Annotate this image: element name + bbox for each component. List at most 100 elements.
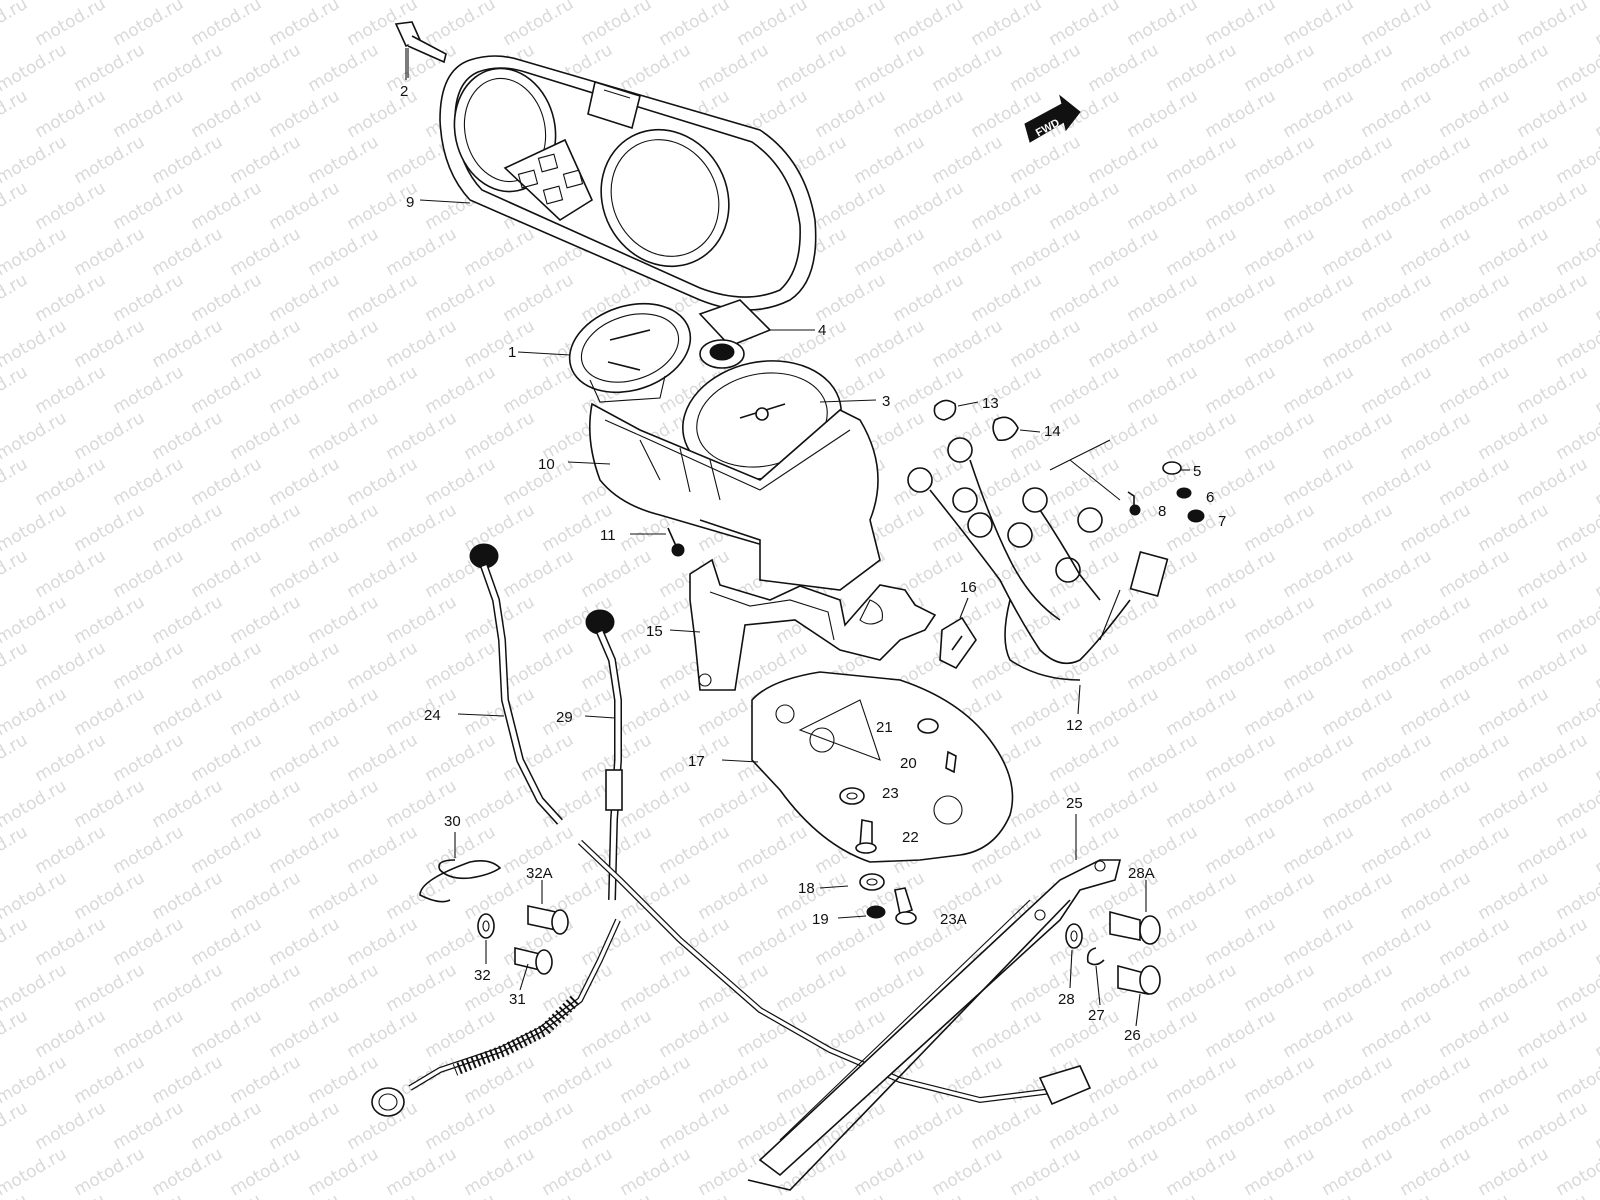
watermark-text: motod.ru bbox=[266, 1006, 344, 1062]
watermark-text: motod.ru bbox=[344, 86, 422, 142]
watermark-text: motod.ru bbox=[32, 730, 110, 786]
watermark-text: motod.ru bbox=[1046, 0, 1124, 50]
callout-label: 8 bbox=[1158, 503, 1166, 520]
watermark-text: motod.ru bbox=[1514, 730, 1592, 786]
watermark-text: motod.ru bbox=[1046, 1098, 1124, 1154]
watermark-text: motod.ru bbox=[32, 454, 110, 510]
watermark-text: motod.ru bbox=[71, 1144, 149, 1200]
watermark-text: motod.ru bbox=[1358, 86, 1436, 142]
watermark-text: motod.ru bbox=[1280, 730, 1358, 786]
watermark-text: motod.ru bbox=[0, 592, 70, 648]
watermark-text: motod.ru bbox=[0, 776, 70, 832]
watermark-text: motod.ru bbox=[188, 1098, 266, 1154]
meter-case-part bbox=[588, 402, 881, 591]
watermark-text: motod.ru bbox=[0, 960, 70, 1016]
watermark-text: motod.ru bbox=[1085, 316, 1163, 372]
callout-label: 25 bbox=[1066, 795, 1083, 812]
watermark-text: motod.ru bbox=[0, 500, 70, 556]
watermark-text: motod.ru bbox=[734, 0, 812, 50]
watermark-text: motod.ru bbox=[1397, 1144, 1475, 1200]
watermark-text: motod.ru bbox=[1163, 592, 1241, 648]
watermark-text: motod.ru bbox=[1397, 132, 1475, 188]
watermark-text: motod.ru bbox=[344, 546, 422, 602]
watermark-text: motod.ru bbox=[1592, 178, 1600, 234]
watermark-text: motod.ru bbox=[1124, 362, 1202, 418]
watermark-text: motod.ru bbox=[305, 868, 383, 924]
watermark-text: motod.ru bbox=[929, 132, 1007, 188]
watermark-text: motod.ru bbox=[1124, 1098, 1202, 1154]
watermark-text: motod.ru bbox=[32, 822, 110, 878]
watermark-text: motod.ru bbox=[1358, 1190, 1436, 1200]
watermark-text: motod.ru bbox=[227, 224, 305, 280]
watermark-text: motod.ru bbox=[461, 1144, 539, 1200]
watermark-text: motod.ru bbox=[1241, 132, 1319, 188]
watermark-text: motod.ru bbox=[1592, 1006, 1600, 1062]
watermark-text: motod.ru bbox=[149, 40, 227, 96]
watermark-text: motod.ru bbox=[188, 1006, 266, 1062]
watermark-text: motod.ru bbox=[1241, 500, 1319, 556]
watermark-text: motod.ru bbox=[539, 776, 617, 832]
watermark-text: motod.ru bbox=[266, 86, 344, 142]
watermark-text: motod.ru bbox=[227, 592, 305, 648]
watermark-text: motod.ru bbox=[1202, 546, 1280, 602]
watermark-text: motod.ru bbox=[1358, 546, 1436, 602]
watermark-text: motod.ru bbox=[188, 730, 266, 786]
callout-label: 3 bbox=[882, 393, 890, 410]
watermark-text: motod.ru bbox=[110, 638, 188, 694]
callout-label: 28 bbox=[1058, 991, 1075, 1008]
watermark-text: motod.ru bbox=[266, 1098, 344, 1154]
watermark-text: motod.ru bbox=[1163, 316, 1241, 372]
meter-cover-part bbox=[439, 55, 817, 311]
watermark-text: motod.ru bbox=[656, 914, 734, 970]
watermark-text: motod.ru bbox=[110, 178, 188, 234]
watermark-text: motod.ru bbox=[383, 592, 461, 648]
watermark-text: motod.ru bbox=[617, 1052, 695, 1108]
watermark-text: motod.ru bbox=[305, 408, 383, 464]
watermark-text: motod.ru bbox=[344, 362, 422, 418]
watermark-text: motod.ru bbox=[1358, 178, 1436, 234]
watermark-text: motod.ru bbox=[1592, 546, 1600, 602]
watermark-text: motod.ru bbox=[188, 270, 266, 326]
watermark-text: motod.ru bbox=[617, 960, 695, 1016]
watermark-text: motod.ru bbox=[1475, 1144, 1553, 1200]
watermark-text: motod.ru bbox=[1514, 1098, 1592, 1154]
watermark-text: motod.ru bbox=[32, 362, 110, 418]
watermark-text: motod.ru bbox=[1319, 408, 1397, 464]
watermark-text: motod.ru bbox=[1592, 730, 1600, 786]
watermark-text: motod.ru bbox=[1397, 960, 1475, 1016]
watermark-text: motod.ru bbox=[1358, 1006, 1436, 1062]
callout-label: 27 bbox=[1088, 1007, 1105, 1024]
watermark-text: motod.ru bbox=[1280, 1190, 1358, 1200]
watermark-text: motod.ru bbox=[344, 1190, 422, 1200]
watermark-text: motod.ru bbox=[1046, 730, 1124, 786]
watermark-text: motod.ru bbox=[461, 500, 539, 556]
watermark-text: motod.ru bbox=[188, 914, 266, 970]
callout-label: 24 bbox=[424, 707, 441, 724]
callout-label: 32 bbox=[474, 967, 491, 984]
watermark-text: motod.ru bbox=[1397, 40, 1475, 96]
watermark-text: motod.ru bbox=[1280, 914, 1358, 970]
callout-label: 7 bbox=[1218, 513, 1226, 530]
small-parts-5-8 bbox=[1127, 461, 1205, 523]
watermark-text: motod.ru bbox=[188, 638, 266, 694]
watermark-text: motod.ru bbox=[227, 776, 305, 832]
watermark-text: motod.ru bbox=[344, 1006, 422, 1062]
watermark-text: motod.ru bbox=[188, 178, 266, 234]
watermark-text: motod.ru bbox=[266, 638, 344, 694]
watermark-text: motod.ru bbox=[344, 454, 422, 510]
watermark-text: motod.ru bbox=[1046, 638, 1124, 694]
watermark-text: motod.ru bbox=[812, 270, 890, 326]
watermark-text: motod.ru bbox=[578, 1190, 656, 1200]
watermark-text: motod.ru bbox=[1124, 638, 1202, 694]
watermark-text: motod.ru bbox=[266, 730, 344, 786]
watermark-text: motod.ru bbox=[0, 86, 31, 142]
watermark-text: motod.ru bbox=[1007, 592, 1085, 648]
watermark-text: motod.ru bbox=[617, 40, 695, 96]
watermark-text: motod.ru bbox=[110, 546, 188, 602]
watermark-text: motod.ru bbox=[1319, 960, 1397, 1016]
watermark-text: motod.ru bbox=[1514, 546, 1592, 602]
watermark-text: motod.ru bbox=[695, 1144, 773, 1200]
watermark-text: motod.ru bbox=[1124, 0, 1202, 50]
callout-label: 18 bbox=[798, 880, 815, 897]
watermark-text: motod.ru bbox=[1592, 1098, 1600, 1154]
